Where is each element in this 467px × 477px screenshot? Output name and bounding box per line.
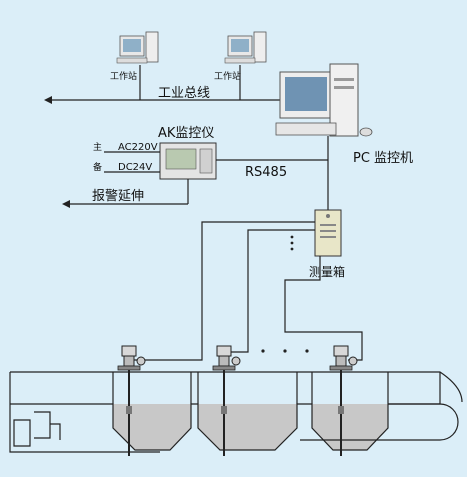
workstation-right-label: 工作站 [214,70,241,82]
sensor-line-1 [128,221,315,361]
ak-monitor-label: AK监控仪 [158,126,214,141]
level-sensor-1 [117,345,146,456]
continuation-dot [290,247,294,251]
continuation-dot [290,241,294,245]
rs485-label: RS485 [245,165,287,180]
sensor-line-3 [284,256,363,361]
workstation-left-label: 工作站 [110,70,137,82]
continuation-dot [283,349,287,353]
sensor-line-2 [225,229,315,353]
ac-power-label: AC220V [118,142,158,153]
pc-monitor-label: PC 监控机 [353,151,413,166]
level-sensor-2 [212,345,241,456]
industrial-bus-arrow-icon [44,96,52,104]
dc-power-label: DC24V [118,162,152,173]
continuation-dot [290,235,294,239]
continuation-dot [261,349,265,353]
alarm-extension-label: 报警延伸 [92,188,144,204]
measuring-box-label: 测量箱 [309,264,345,279]
workstation-left-computer-icon [116,31,159,64]
continuation-dot [305,349,309,353]
tank-liquid-3 [312,404,388,450]
measuring-box-device-icon [314,209,342,257]
level-sensor-3 [329,345,358,456]
alarm-arrow-icon [62,200,70,208]
tank-liquid-2 [198,404,297,450]
main-power-tag: 主 [93,141,102,153]
ak-monitor-device-icon [159,142,217,180]
industrial-bus-label: 工业总线 [158,86,210,101]
pc-monitor-computer-icon [275,63,373,137]
workstation-right-computer-icon [224,31,267,64]
tank-liquid-1 [113,404,191,450]
ship-hull [9,371,463,453]
backup-power-tag: 备 [93,161,102,173]
